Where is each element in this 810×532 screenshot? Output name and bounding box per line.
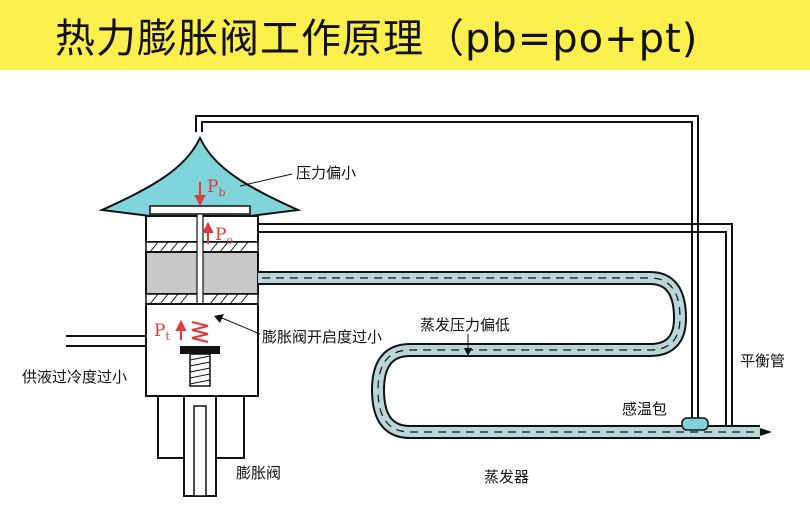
leader-arrow-valve xyxy=(214,314,224,323)
label-supply-subcool-small: 供液过冷度过小 xyxy=(22,368,127,386)
diaphragm-plate xyxy=(149,205,251,215)
po-arrow-icon xyxy=(202,221,214,244)
label-pressure-low: 压力偏小 xyxy=(296,164,356,182)
pb-arrow-icon xyxy=(194,182,206,207)
label-evap-pressure-low: 蒸发压力偏低 xyxy=(420,316,510,334)
label-valve-opening-small: 膨胀阀开启度过小 xyxy=(262,328,382,346)
expansion-valve-diagram: Pb Po Pt 压力偏小 膨胀阀开启度过小 蒸发压力偏低 供液过冷度过小 平衡… xyxy=(22,115,785,497)
pb-label: Pb xyxy=(207,177,226,199)
label-balance-pipe: 平衡管 xyxy=(740,352,785,370)
pt-label: Pt xyxy=(154,321,170,343)
page-title: 热力膨胀阀工作原理（pb=po+pt) xyxy=(55,16,699,62)
pt-arrow-icon xyxy=(175,319,187,340)
leader-arrow-evap xyxy=(464,348,472,356)
label-expansion-valve: 膨胀阀 xyxy=(236,464,281,482)
hatch-lines-top xyxy=(149,241,249,253)
label-sensing-bulb: 感温包 xyxy=(622,400,667,418)
valve-stem xyxy=(193,405,207,497)
title-bar: 热力膨胀阀工作原理（pb=po+pt) xyxy=(0,0,810,70)
capillary-tube xyxy=(195,115,699,420)
spring-seat xyxy=(180,346,220,354)
push-rod xyxy=(196,213,204,307)
screw-threads xyxy=(189,355,211,385)
hatch-lines-bottom xyxy=(149,293,249,305)
balance-pipe xyxy=(258,223,733,430)
spring xyxy=(191,321,209,343)
label-evaporator: 蒸发器 xyxy=(484,468,529,486)
liquid-inlet-pipe xyxy=(66,335,146,347)
outlet-pipe-dashes xyxy=(262,277,755,433)
po-label: Po xyxy=(215,225,233,247)
sensing-bulb xyxy=(681,417,709,431)
outlet-arrow-icon xyxy=(760,428,772,436)
